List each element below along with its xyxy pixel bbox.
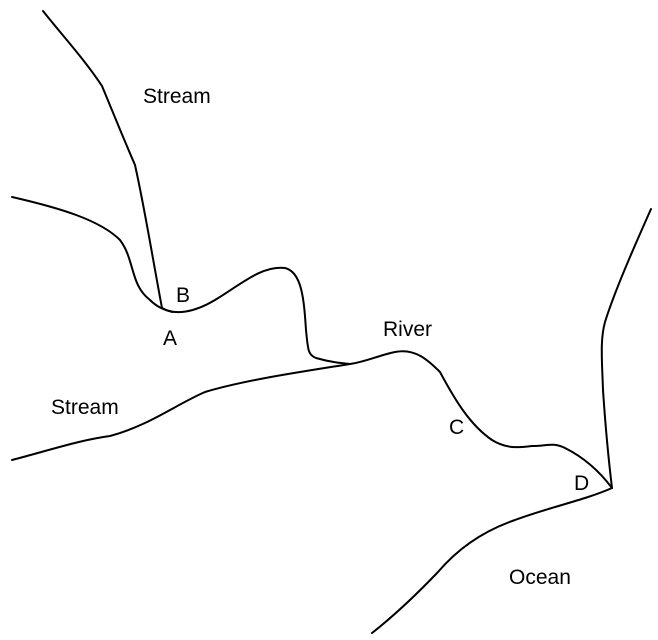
river-label: River [383,318,432,341]
point-b-label: B [176,284,190,307]
ocean-label: Ocean [509,566,571,589]
coastline-lower-line [371,487,613,634]
stream-left-label: Stream [51,396,119,419]
river-line [349,350,613,489]
point-c-label: C [449,416,464,439]
channel-a-b-line [161,266,351,365]
stream-upper-left-line [11,196,173,313]
stream-lower-left-line [11,363,351,461]
stream-top-line [42,10,163,309]
stream-top-label: Stream [143,85,211,108]
point-a-label: A [163,327,177,350]
point-d-label: D [574,472,589,495]
coastline-upper-line [600,208,652,489]
